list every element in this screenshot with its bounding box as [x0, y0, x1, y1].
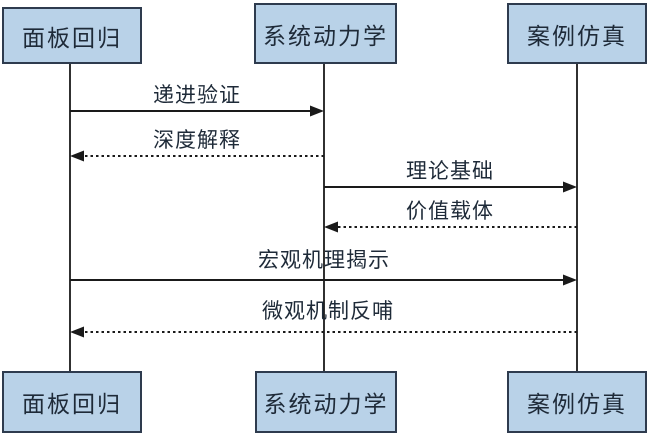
message-label-1: 递进验证 — [153, 83, 241, 107]
actor-box-bottom-case-simulation: 案例仿真 — [507, 371, 647, 433]
message-label-5: 宏观机理揭示 — [258, 248, 390, 272]
arrowhead-left-icon — [70, 150, 84, 162]
actor-label: 面板回归 — [22, 392, 122, 418]
actor-box-top-system-dynamics: 系统动力学 — [254, 3, 397, 64]
actor-label: 案例仿真 — [527, 392, 627, 418]
actor-box-top-panel-regression: 面板回归 — [2, 7, 142, 64]
message-label-4: 价值载体 — [406, 199, 494, 223]
message-label-2: 深度解释 — [153, 128, 241, 152]
actor-label: 系统动力学 — [263, 392, 389, 418]
actor-label: 面板回归 — [22, 25, 122, 52]
message-label-3: 理论基础 — [406, 159, 494, 183]
arrowhead-right-icon — [563, 274, 577, 286]
arrowhead-right-icon — [563, 181, 577, 193]
actor-box-bottom-panel-regression: 面板回归 — [2, 371, 142, 433]
arrowhead-left-icon — [324, 221, 338, 233]
message-label-6: 微观机制反哺 — [262, 299, 394, 323]
arrowhead-right-icon — [310, 105, 324, 117]
actor-label: 案例仿真 — [527, 23, 627, 50]
actor-box-top-case-simulation: 案例仿真 — [507, 3, 647, 64]
arrowhead-left-icon — [70, 326, 84, 338]
actor-box-bottom-system-dynamics: 系统动力学 — [255, 371, 397, 433]
actor-label: 系统动力学 — [263, 23, 388, 50]
